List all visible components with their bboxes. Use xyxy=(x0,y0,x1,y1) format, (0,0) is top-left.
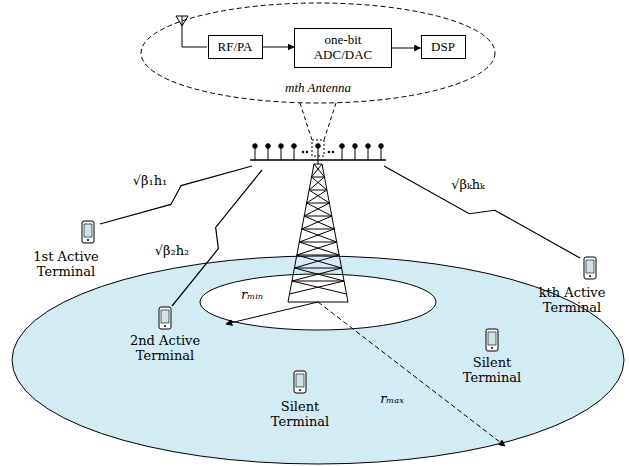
terminal-label: kth Active Terminal xyxy=(532,286,612,316)
terminal-label: Silent Terminal xyxy=(459,356,525,386)
channel-label: √βₖhₖ xyxy=(443,178,493,193)
signal-arrow xyxy=(392,48,421,49)
radius-label: rₘₐₓ xyxy=(372,392,412,407)
terminal-icon xyxy=(82,221,94,243)
zoom-line xyxy=(324,103,336,140)
element-highlight xyxy=(312,140,324,156)
terminal-label: 2nd Active Terminal xyxy=(127,334,203,364)
terminal-icon xyxy=(584,257,596,279)
process-box: RF/PA xyxy=(208,35,263,59)
terminal-icon xyxy=(486,329,498,351)
antenna-symbol xyxy=(176,16,207,47)
box-label: DSP xyxy=(431,40,455,55)
process-box: DSP xyxy=(421,35,466,59)
inset-title: mth Antenna xyxy=(140,81,496,96)
wireless-link xyxy=(384,166,580,258)
inset-ellipse: mth Antenna RF/PA one-bit ADC/DAC DSP xyxy=(140,2,496,104)
zoom-line xyxy=(300,103,312,140)
rmin-arrow xyxy=(226,302,318,324)
terminal-icon xyxy=(294,371,306,393)
terminal-label: Silent Terminal xyxy=(267,400,333,430)
box-label: RF/PA xyxy=(218,40,253,55)
wireless-link xyxy=(100,166,252,224)
tower xyxy=(288,160,348,302)
terminal-label: 1st Active Terminal xyxy=(28,250,104,280)
terminal-icon xyxy=(159,307,171,329)
process-box: one-bit ADC/DAC xyxy=(294,28,392,68)
exclusion-area xyxy=(200,274,436,330)
signal-arrow xyxy=(263,47,295,48)
channel-label: √β₂h₂ xyxy=(147,244,197,259)
box-label: one-bit ADC/DAC xyxy=(295,33,391,63)
wireless-link xyxy=(172,170,262,306)
coverage-area xyxy=(12,256,624,464)
radius-label: rₘᵢₙ xyxy=(232,288,272,303)
channel-label: √β₁h₁ xyxy=(125,174,175,189)
antenna-array xyxy=(250,144,386,160)
